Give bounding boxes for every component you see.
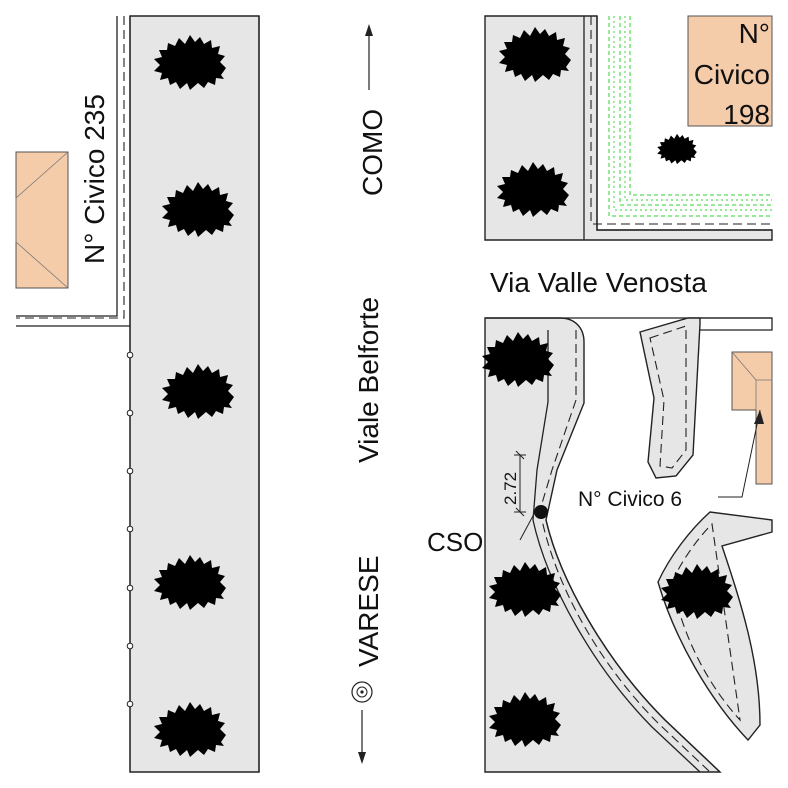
address-civico-235: N° Civico 235 (79, 94, 110, 264)
lower-right-upper-dashed (539, 330, 577, 511)
lower-right-curve-inner (532, 519, 701, 773)
building-civico-6 (731, 351, 773, 485)
garden-hedge (608, 16, 772, 217)
cso-label: CSO (427, 527, 483, 557)
street-label-via-valle-venosta: Via Valle Venosta (490, 267, 707, 298)
building-civico-235 (15, 151, 69, 289)
tree-icon (657, 133, 697, 165)
address-civico-6: N° Civico 6 (578, 488, 682, 511)
dimension-line (514, 450, 526, 517)
manhole-icon (351, 681, 373, 703)
arrow-icon (754, 410, 764, 424)
address-civico-198-line2: Civico (694, 59, 770, 90)
traffic-island-dashed (649, 325, 687, 469)
upper-right-property-dashed-line (590, 16, 772, 225)
street-label-viale-belforte: Viale Belforte (353, 297, 384, 463)
island-right-edge (700, 317, 773, 331)
street-label-varese: VARESE (353, 555, 384, 667)
dimension-label: 2.72 (501, 472, 520, 505)
traffic-island (639, 317, 701, 479)
address-civico-198-line3: 198 (723, 99, 770, 130)
triangle-island-dashed (671, 522, 741, 722)
street-label-como: COMO (357, 109, 388, 196)
south-arrow-icon (358, 710, 366, 764)
triangle-island (657, 511, 773, 742)
lower-right-dashed-curve (539, 509, 711, 773)
left-property-dashed-line (16, 16, 125, 319)
building-civico-198 (687, 15, 773, 127)
address-civico-198-line1: N° (739, 18, 770, 49)
upper-right-property-line (596, 16, 772, 231)
north-arrow-icon (365, 24, 373, 90)
left-fence-posts (126, 326, 134, 772)
cso-leader-line (519, 513, 535, 541)
cso-point-icon[interactable] (534, 505, 548, 519)
lower-right-curve-outer (545, 519, 721, 773)
civico-6-leader-line (718, 409, 761, 498)
